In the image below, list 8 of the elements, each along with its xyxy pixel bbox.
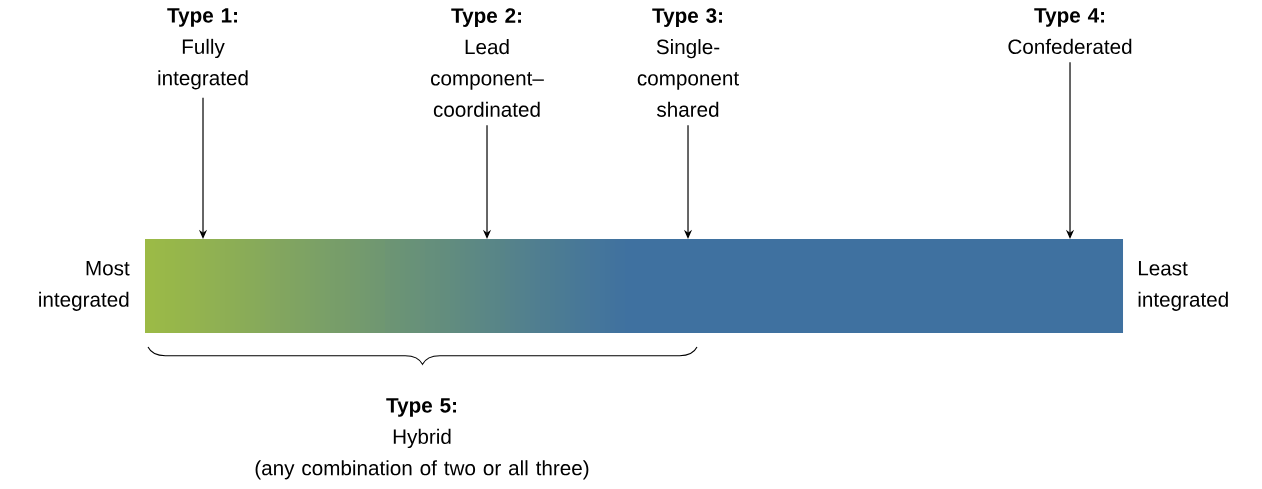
- type-label: Type 3: Single-component shared: [637, 8, 739, 117]
- type-label: Type 1: Fully integrated: [158, 8, 248, 90]
- gradient-bar: [145, 239, 1123, 333]
- end-label: Most integrated: [39, 261, 130, 311]
- type-label: Type 2: Lead component–coordinated: [431, 8, 544, 117]
- type-label: Type 5: Hybrid (any combination of two or all three): [255, 398, 589, 480]
- type-label: Type 4: Confederated: [1008, 8, 1132, 55]
- end-label: Least integrated: [1138, 261, 1228, 311]
